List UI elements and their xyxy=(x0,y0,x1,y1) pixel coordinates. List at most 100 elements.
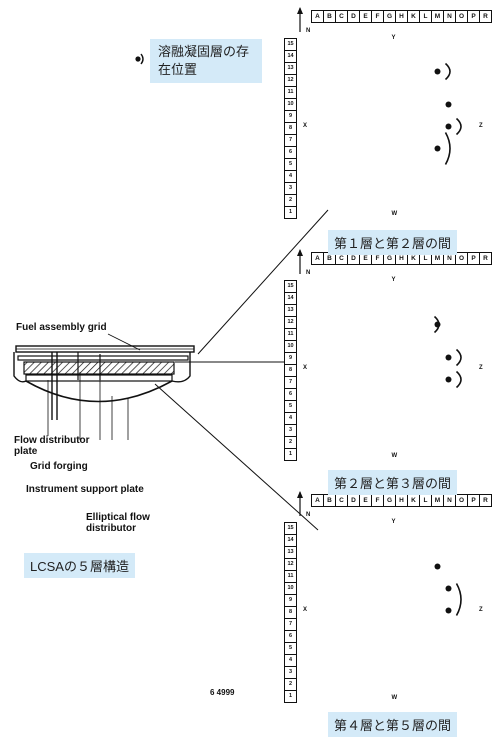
molten-layer-dot-icon xyxy=(445,376,452,383)
column-label: N xyxy=(444,253,456,264)
compass-label-right: Z xyxy=(479,122,483,129)
column-label: C xyxy=(336,11,348,22)
row-label: 15 xyxy=(285,39,296,51)
molten-layer-arc-icon xyxy=(455,583,462,616)
column-label: D xyxy=(348,495,360,506)
column-label: M xyxy=(432,495,444,506)
column-label: C xyxy=(336,495,348,506)
column-label: O xyxy=(456,495,468,506)
column-label: B xyxy=(324,253,336,264)
row-label: 4 xyxy=(285,655,296,667)
compass-label-top: Y xyxy=(391,519,396,525)
column-label: O xyxy=(456,253,468,264)
column-label: E xyxy=(360,11,372,22)
row-label: 11 xyxy=(285,87,296,99)
row-label: 15 xyxy=(285,281,296,293)
north-arrow-icon xyxy=(296,6,312,36)
column-label: D xyxy=(348,11,360,22)
compass-label-top: Y xyxy=(391,35,396,41)
row-label: 3 xyxy=(285,667,296,679)
row-label: 1 xyxy=(288,451,293,457)
row-label: 14 xyxy=(285,535,296,547)
column-label: R xyxy=(483,255,488,262)
column-label: L xyxy=(420,495,432,506)
row-label: 12 xyxy=(285,317,296,329)
row-label: 8 xyxy=(285,123,296,135)
row-label: 6 xyxy=(285,631,296,643)
row-label: 10 xyxy=(285,583,296,595)
row-label: 6 xyxy=(285,147,296,159)
row-label: 13 xyxy=(285,305,296,317)
column-label: P xyxy=(468,253,480,264)
column-label: E xyxy=(360,253,372,264)
row-label: 4 xyxy=(285,413,296,425)
row-label: 7 xyxy=(285,619,296,631)
molten-layer-dot-icon xyxy=(445,354,452,361)
row-label: 14 xyxy=(285,293,296,305)
row-label: 8 xyxy=(285,607,296,619)
column-label: K xyxy=(408,253,420,264)
column-label: L xyxy=(420,253,432,264)
row-label: 8 xyxy=(285,365,296,377)
north-label: N xyxy=(306,270,311,276)
row-label: 12 xyxy=(285,75,296,87)
column-label: M xyxy=(432,11,444,22)
row-label: 9 xyxy=(285,595,296,607)
compass-label-right: Z xyxy=(479,364,483,371)
row-label: 2 xyxy=(285,195,296,207)
column-label: G xyxy=(384,495,396,506)
molten-layer-dot-icon xyxy=(434,68,441,75)
figure-number: 6 4999 xyxy=(210,688,235,697)
compass-label-bottom: W xyxy=(391,695,398,701)
column-label: D xyxy=(348,253,360,264)
molten-layer-arc-icon xyxy=(444,132,451,165)
column-label: R xyxy=(483,13,488,20)
row-label: 7 xyxy=(285,377,296,389)
north-arrow-icon xyxy=(296,248,312,278)
molten-layer-arc-icon xyxy=(455,348,462,367)
molten-layer-arc-icon xyxy=(455,117,462,136)
map-caption-2: 第２層と第３層の間 xyxy=(328,470,458,495)
north-label: N xyxy=(306,512,311,518)
row-label: 9 xyxy=(285,111,296,123)
row-label: 2 xyxy=(285,437,296,449)
row-label: 1 xyxy=(288,693,293,699)
label-fuel-assembly-grid: Fuel assembly grid xyxy=(16,322,107,333)
legend-marker-icon xyxy=(133,52,147,66)
column-label: P xyxy=(468,495,480,506)
label-elliptical-flow-distributor: Elliptical flow distributor xyxy=(86,512,150,534)
molten-layer-dot-icon xyxy=(445,101,452,108)
compass-label-left: X xyxy=(303,606,308,613)
column-label: K xyxy=(408,495,420,506)
row-label: 13 xyxy=(285,547,296,559)
row-label: 1 xyxy=(288,209,293,215)
column-label: P xyxy=(468,11,480,22)
row-label: 14 xyxy=(285,51,296,63)
structure-caption: LCSAの５層構造 xyxy=(24,553,135,578)
column-label: A xyxy=(312,11,324,22)
row-label: 3 xyxy=(285,183,296,195)
compass-label-left: X xyxy=(303,122,308,129)
row-label: 15 xyxy=(285,523,296,535)
molten-layer-dot-icon xyxy=(434,563,441,570)
column-label: A xyxy=(312,495,324,506)
row-label: 11 xyxy=(285,329,296,341)
label-grid-forging: Grid forging xyxy=(30,461,88,472)
row-label: 10 xyxy=(285,99,296,111)
column-label: E xyxy=(360,495,372,506)
compass-label-right: Z xyxy=(479,606,483,613)
molten-layer-arc-icon xyxy=(444,62,451,81)
column-label: O xyxy=(456,11,468,22)
row-label: 9 xyxy=(285,353,296,365)
column-label: H xyxy=(396,11,408,22)
north-arrow-icon xyxy=(296,490,312,520)
compass-label-left: X xyxy=(303,364,308,371)
molten-layer-dot-icon xyxy=(445,123,452,130)
row-label: 10 xyxy=(285,341,296,353)
column-label: G xyxy=(384,253,396,264)
column-label: M xyxy=(432,253,444,264)
